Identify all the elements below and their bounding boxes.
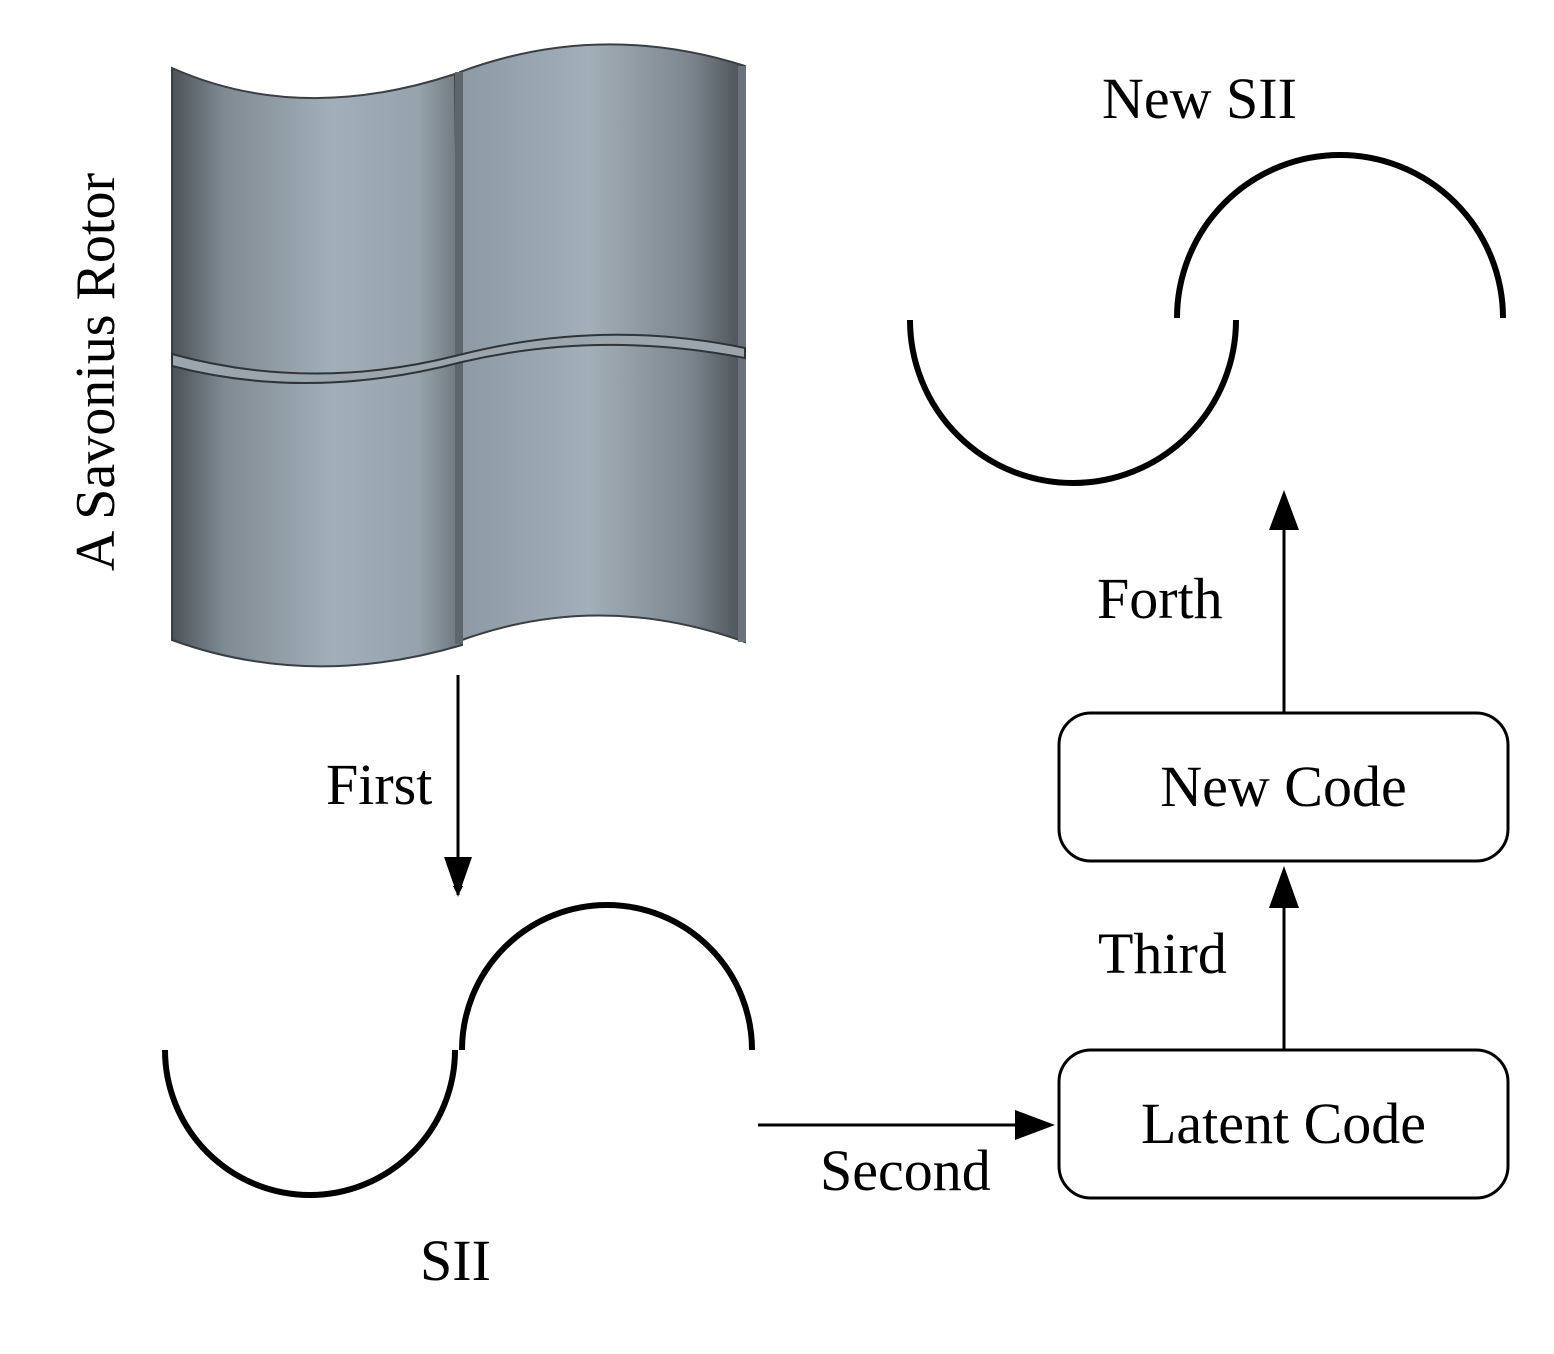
rotor-title: A Savonius Rotor	[65, 172, 127, 572]
forth-arrowhead	[1269, 490, 1299, 530]
rotor-middle-plate	[171, 333, 746, 384]
new-sii-upper-half-circle	[1174, 152, 1506, 319]
third-label: Third	[1098, 921, 1227, 986]
latent-code-box	[1057, 1048, 1510, 1200]
latent-code-text: Latent Code	[1140, 1091, 1427, 1156]
savonius-rotor-image	[171, 43, 746, 668]
new-sii-lower-half-circle	[907, 319, 1239, 486]
sii-lower-half-circle	[162, 1049, 458, 1198]
third-arrowhead	[1269, 866, 1299, 908]
sii-upper-half-circle	[459, 902, 755, 1051]
new-sii-label: New SII	[1102, 66, 1297, 131]
new-code-text: New Code	[1160, 754, 1407, 819]
sii-profile	[162, 902, 755, 1198]
second-label: Second	[820, 1138, 991, 1203]
first-arrowhead	[444, 857, 472, 897]
sii-label: SII	[420, 1228, 491, 1293]
rotor-left-bucket	[171, 66, 464, 668]
new-sii-profile	[907, 152, 1506, 486]
forth-label: Forth	[1097, 566, 1223, 631]
first-label: First	[326, 752, 433, 817]
new-code-box	[1057, 711, 1510, 863]
second-arrowhead	[1015, 1110, 1055, 1140]
